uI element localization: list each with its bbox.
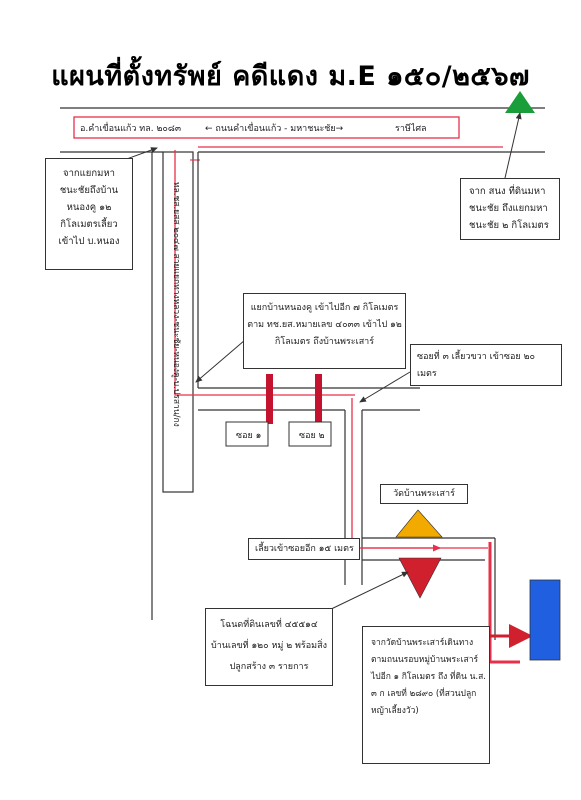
side-road-label: ทล.ชส.ยสส ๒๐๔๗ สายแยกทางหลวง-ชนะชัย-หนอง… bbox=[171, 182, 181, 427]
arrow-deed-note bbox=[324, 571, 409, 613]
note-deed: โฉนดที่ดินเลขที่ ๔๕๕๑๔ บ้านเลขที่ ๑๒๐ หม… bbox=[205, 608, 333, 686]
top-road-left-label: อ.คำเขื่อนแก้ว ทล. ๒๐๘๓ bbox=[80, 124, 181, 134]
map-title: แผนที่ตั้งทรัพย์ คดีแดง ม.E ๑๕๐/๒๕๖๗ bbox=[51, 61, 530, 92]
arrow-right-note bbox=[504, 112, 522, 179]
soi1-label: ซอย ๑ bbox=[236, 431, 262, 441]
side-road-route bbox=[174, 150, 355, 396]
note-center: แยกบ้านหนองคู เข้าไปอีก ๗ กิโลเมตร ตาม ท… bbox=[243, 293, 406, 369]
note-left: จากแยกมหา ชนะชัยถึงบ้าน หนองคู ๑๒ กิโลเม… bbox=[45, 158, 133, 270]
blue-rectangle-icon bbox=[529, 579, 561, 661]
top-road-right-label: ราษีไศล bbox=[395, 124, 427, 134]
soi2-label: ซอย ๒ bbox=[299, 431, 325, 441]
soi1-sign bbox=[225, 421, 269, 447]
land-route bbox=[488, 542, 520, 664]
top-road-center-label: ← ถนนคำเขื่อนแก้ว - มหาชนะชัย→ bbox=[205, 124, 344, 134]
top-road-route-outline bbox=[73, 116, 460, 139]
soi1-bar bbox=[266, 374, 273, 424]
side-road-box bbox=[162, 151, 194, 493]
green-triangle-icon bbox=[505, 91, 535, 113]
note-right-top: จาก สนง ที่ดินมหา ชนะชัย ถึงแยกมหา ชนะชั… bbox=[460, 178, 560, 240]
note-turn: เลี้ยวเข้าซอยอีก ๑๕ เมตร bbox=[248, 538, 360, 560]
orange-triangle-icon bbox=[395, 509, 443, 538]
note-soi3: ซอยที่ ๓ เลี้ยวขวา เข้าซอย ๒๐ เมตร bbox=[410, 344, 562, 386]
temple-label-box: วัดบ้านพระเสาร์ bbox=[380, 484, 468, 504]
arrow-soi3-note bbox=[359, 371, 411, 403]
soi2-bar bbox=[315, 374, 322, 424]
red-triangle-icon bbox=[398, 557, 442, 599]
note-bottom: จากวัดบ้านพระเสาร์เดินทาง ตามถนนรอบหมู่บ… bbox=[362, 626, 490, 764]
soi2-sign bbox=[288, 421, 332, 447]
arrow-center-note bbox=[195, 339, 246, 383]
